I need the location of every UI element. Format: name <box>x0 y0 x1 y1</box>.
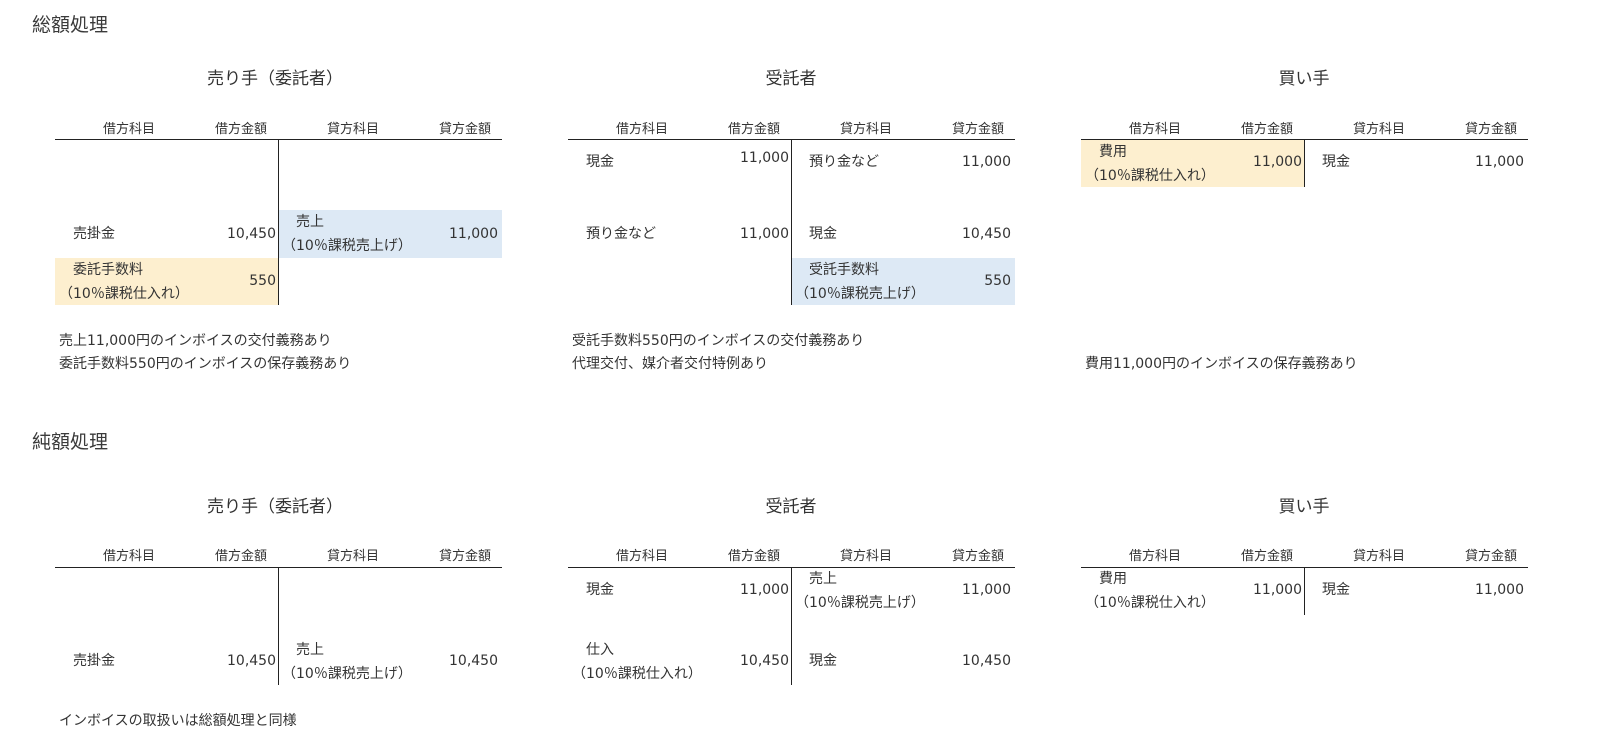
credit-account-line1: 売上 <box>296 214 324 230</box>
header-debit-account: 借方科目 <box>103 122 156 137</box>
note-line: 受託手数料550円のインボイスの交付義務あり <box>572 333 865 349</box>
header-debit-amount: 借方金額 <box>215 549 268 564</box>
debit-amount: 11,000 <box>1253 154 1302 170</box>
t-account-center-line <box>1304 139 1305 187</box>
credit-amount: 11,000 <box>962 582 1011 598</box>
debit-account-line1: 委託手数料 <box>73 262 143 278</box>
debit-account: 現金 <box>586 154 614 170</box>
debit-amount: 11,000 <box>740 150 789 166</box>
credit-account-line1: 売上 <box>296 642 324 658</box>
debit-account-line1: 費用 <box>1099 144 1127 160</box>
header-debit-account: 借方科目 <box>1129 122 1182 137</box>
debit-account-line1: 仕入 <box>586 642 614 658</box>
header-debit-amount: 借方金額 <box>1241 122 1294 137</box>
note-line: 代理交付、媒介者交付特例あり <box>572 356 768 372</box>
credit-amount: 11,000 <box>1475 154 1524 170</box>
buyer-title: 買い手 <box>1278 69 1330 89</box>
section-title-gross: 総額処理 <box>32 14 109 36</box>
debit-account: 現金 <box>586 582 614 598</box>
debit-account-line2: （10％課税仕入れ） <box>1085 595 1215 611</box>
note-line: インボイスの取扱いは総額処理と同様 <box>59 713 297 729</box>
credit-amount: 10,450 <box>449 653 498 669</box>
consignee-title: 受託者 <box>765 69 817 89</box>
header-debit-account: 借方科目 <box>616 549 669 564</box>
credit-amount: 10,450 <box>962 653 1011 669</box>
seller-title: 売り手（委託者） <box>207 497 343 517</box>
credit-amount: 550 <box>984 273 1011 289</box>
header-credit-amount: 貸方金額 <box>952 549 1005 564</box>
header-debit-amount: 借方金額 <box>1241 549 1294 564</box>
debit-amount: 10,450 <box>227 226 276 242</box>
note-line: 売上11,000円のインボイスの交付義務あり <box>59 333 332 349</box>
debit-amount: 550 <box>249 273 276 289</box>
header-credit-amount: 貸方金額 <box>439 122 492 137</box>
credit-account-line1: 受託手数料 <box>809 262 879 278</box>
header-credit-amount: 貸方金額 <box>1465 122 1518 137</box>
credit-highlight <box>279 210 502 258</box>
debit-account-line2: （10％課税仕入れ） <box>59 286 189 302</box>
debit-account-line1: 費用 <box>1099 571 1127 587</box>
credit-amount: 11,000 <box>962 154 1011 170</box>
header-debit-account: 借方科目 <box>103 549 156 564</box>
header-debit-account: 借方科目 <box>1129 549 1182 564</box>
seller-title: 売り手（委託者） <box>207 69 343 89</box>
credit-account-line2: （10％課税売上げ） <box>282 666 412 682</box>
debit-amount: 11,000 <box>740 226 789 242</box>
header-credit-account: 貸方科目 <box>840 549 893 564</box>
debit-amount: 10,450 <box>740 653 789 669</box>
debit-amount: 10,450 <box>227 653 276 669</box>
debit-account: 売掛金 <box>73 226 115 242</box>
t-account-center-line <box>791 567 792 685</box>
header-debit-amount: 借方金額 <box>215 122 268 137</box>
t-account-center-line <box>1304 567 1305 615</box>
debit-account: 売掛金 <box>73 653 115 669</box>
t-account-center-line <box>278 139 279 305</box>
header-credit-account: 貸方科目 <box>327 549 380 564</box>
credit-account-line2: （10％課税売上げ） <box>795 595 925 611</box>
debit-account-line2: （10％課税仕入れ） <box>1085 168 1215 184</box>
header-debit-amount: 借方金額 <box>728 549 781 564</box>
section-title-net: 純額処理 <box>32 431 109 453</box>
header-credit-account: 貸方科目 <box>1353 549 1406 564</box>
credit-account-line2: （10％課税売上げ） <box>282 238 412 254</box>
header-credit-amount: 貸方金額 <box>952 122 1005 137</box>
debit-amount: 11,000 <box>1253 582 1302 598</box>
credit-amount: 11,000 <box>449 226 498 242</box>
buyer-title: 買い手 <box>1278 497 1330 517</box>
header-credit-account: 貸方科目 <box>1353 122 1406 137</box>
credit-account: 現金 <box>1322 154 1350 170</box>
credit-account: 現金 <box>809 653 837 669</box>
credit-account-line2: （10％課税売上げ） <box>795 286 925 302</box>
debit-highlight <box>55 258 278 305</box>
debit-account: 預り金など <box>586 226 656 242</box>
debit-highlight <box>1081 140 1304 187</box>
credit-account: 現金 <box>1322 582 1350 598</box>
note-line: 委託手数料550円のインボイスの保存義務あり <box>59 356 352 372</box>
credit-highlight <box>792 258 1015 305</box>
credit-amount: 11,000 <box>1475 582 1524 598</box>
note-line: 費用11,000円のインボイスの保存義務あり <box>1085 356 1358 372</box>
header-debit-account: 借方科目 <box>616 122 669 137</box>
header-credit-account: 貸方科目 <box>840 122 893 137</box>
header-credit-amount: 貸方金額 <box>439 549 492 564</box>
header-debit-amount: 借方金額 <box>728 122 781 137</box>
credit-amount: 10,450 <box>962 226 1011 242</box>
debit-amount: 11,000 <box>740 582 789 598</box>
t-account-center-line <box>791 139 792 305</box>
t-account-center-line <box>278 567 279 685</box>
consignee-title: 受託者 <box>765 497 817 517</box>
debit-account-line2: （10％課税仕入れ） <box>572 666 702 682</box>
header-credit-account: 貸方科目 <box>327 122 380 137</box>
header-credit-amount: 貸方金額 <box>1465 549 1518 564</box>
credit-account: 現金 <box>809 226 837 242</box>
credit-account: 預り金など <box>809 154 879 170</box>
credit-account-line1: 売上 <box>809 571 837 587</box>
